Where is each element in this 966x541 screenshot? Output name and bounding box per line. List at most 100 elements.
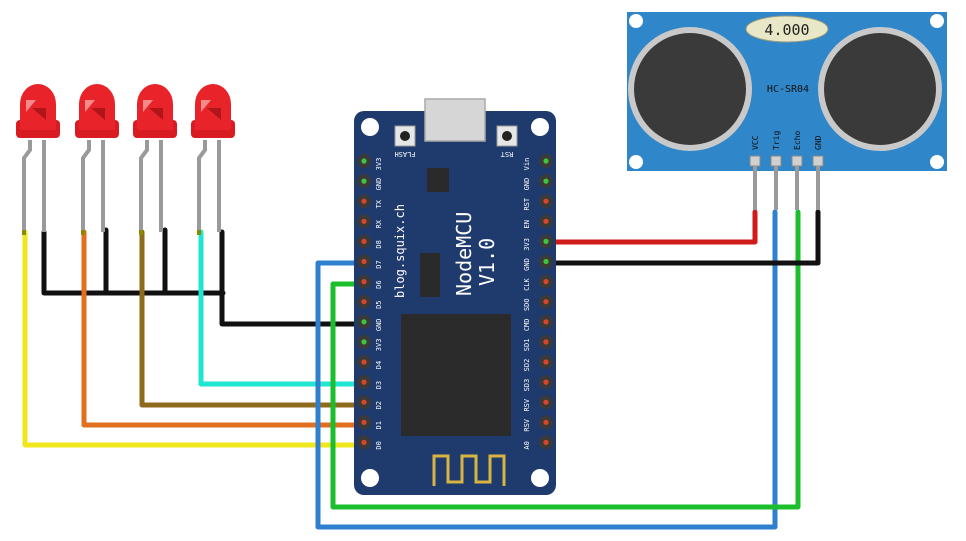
small-chip: [427, 168, 449, 192]
rst-label: RST: [500, 150, 513, 158]
led-dome: [20, 84, 56, 130]
pin-label: RSV: [523, 418, 531, 431]
pin-a0: A0: [523, 435, 553, 450]
pin-hole: [543, 339, 549, 345]
pin-clk: CLK: [523, 274, 553, 291]
pin-d4: D4: [357, 355, 383, 369]
pin-hole: [543, 299, 549, 305]
pin-hole: [543, 218, 549, 224]
wire-blue-d7-trig: [315, 209, 778, 530]
pin-hole: [361, 379, 367, 385]
pin-d6: D6: [357, 274, 383, 289]
pin-hole: [543, 399, 549, 405]
sensor-pin-gnd: GND: [812, 135, 824, 210]
mount-hole: [531, 118, 549, 136]
pin-label: GND: [375, 178, 383, 191]
sensor-pin-leg: [795, 166, 799, 210]
pin-3v3: 3V3: [523, 234, 553, 251]
led-group: [16, 84, 235, 235]
wire-cyan-d3: [198, 229, 367, 387]
wires: [22, 209, 821, 530]
pin-hole: [361, 359, 367, 365]
pin-hole: [543, 419, 549, 425]
crystal-value: 4.000: [764, 21, 809, 39]
sensor-pin-label: GND: [814, 135, 823, 150]
pin-label: CMD: [523, 318, 531, 331]
website-label: blog.squix.ch: [393, 204, 407, 298]
pin-gnd: GND: [357, 314, 383, 331]
led-dome: [79, 84, 115, 130]
sensor-hole: [930, 155, 944, 169]
flash-label: FLASH: [394, 150, 415, 158]
receiver: [824, 33, 936, 145]
esp-module: [401, 314, 511, 436]
pin-hole: [543, 319, 549, 325]
pin-hole: [543, 198, 549, 204]
pin-label: 3V3: [523, 238, 531, 251]
pin-d5: D5: [357, 294, 383, 309]
pin-label: TX: [375, 199, 383, 208]
sensor-pin-label: VCC: [751, 135, 760, 150]
pin-hole: [543, 439, 549, 445]
mount-hole: [361, 469, 379, 487]
pin-hole: [361, 419, 367, 425]
pin-rsv: RSV: [523, 395, 553, 412]
wire-orange-d1: [81, 229, 367, 428]
led-die: [207, 108, 221, 120]
pin-label: GND: [523, 178, 531, 191]
pin-hole: [543, 238, 549, 244]
led-anode-leg: [197, 140, 207, 232]
pin-label: RSV: [523, 398, 531, 411]
led-2: [75, 84, 119, 235]
pin-gnd: GND: [357, 174, 383, 190]
pin-label: 3V3: [375, 339, 383, 352]
pin-hole: [361, 158, 367, 164]
pin-gnd: GND: [523, 174, 553, 190]
sensor-hole: [930, 14, 944, 28]
pin-label: 3V3: [375, 158, 383, 171]
pin-3v3: 3V3: [357, 154, 383, 170]
pin-d8: D8: [357, 234, 383, 249]
pin-label: SD1: [523, 339, 531, 352]
pin-label: Vin: [523, 158, 531, 171]
pin-d7: D7: [357, 254, 383, 269]
pin-hole: [361, 319, 367, 325]
led-highlight: [85, 100, 95, 112]
pin-rsv: RSV: [523, 415, 553, 432]
pin-d0: D0: [357, 435, 383, 450]
wire-green-d6-echo: [330, 209, 801, 510]
pin-label: EN: [523, 220, 531, 228]
led-highlight: [26, 100, 36, 112]
pin-d3: D3: [357, 375, 383, 389]
mount-hole: [361, 118, 379, 136]
led-1: [16, 84, 60, 235]
pin-hole: [361, 439, 367, 445]
pin-label: D1: [375, 421, 383, 429]
sensor-pin-pad: [812, 155, 824, 167]
pin-label: D4: [375, 361, 383, 369]
pin-label: A0: [523, 441, 531, 449]
pin-cmd: CMD: [523, 314, 553, 331]
rst-button-cap: [502, 131, 512, 141]
sensor-pin-leg: [753, 166, 757, 210]
pin-label: GND: [375, 318, 383, 331]
led-leg-tip: [139, 230, 143, 235]
pin-hole: [543, 258, 549, 265]
pin-label: CLK: [523, 277, 531, 290]
led-highlight: [201, 100, 211, 112]
wire-yellow-d0: [22, 229, 367, 448]
pin-label: GND: [523, 258, 531, 271]
sensor-pin-leg: [816, 166, 820, 210]
antenna-trace: [432, 454, 506, 486]
pin-label: D2: [375, 401, 383, 409]
pin-label: RX: [375, 219, 383, 228]
led-anode-leg: [139, 140, 149, 232]
pin-hole: [543, 359, 549, 365]
usb-connector: [424, 98, 486, 142]
mount-hole: [531, 469, 549, 487]
sensor-pin-vcc: VCC: [749, 135, 761, 210]
sensor-pin-label: Echo: [793, 131, 802, 150]
wire-olive-d2: [139, 229, 367, 408]
pin-label: D8: [375, 240, 383, 248]
